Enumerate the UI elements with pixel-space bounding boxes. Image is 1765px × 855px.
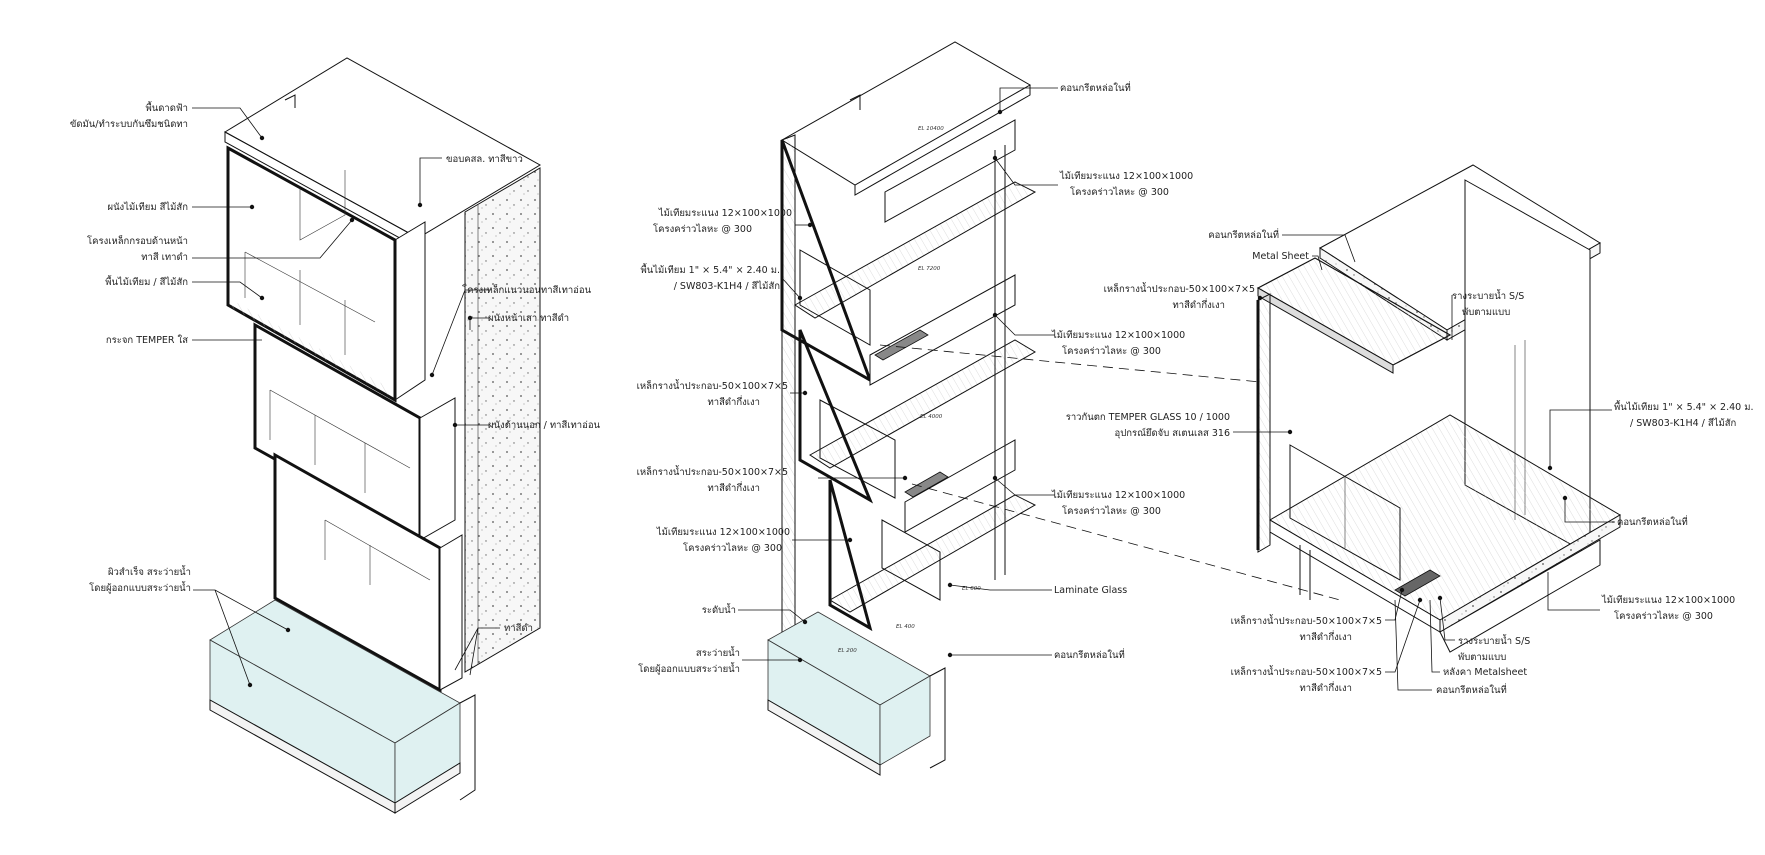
middle-model: EL 10400 EL 7200 EL 4000 EL 600 EL 400 E… [767, 41, 1037, 776]
left-model [209, 57, 542, 814]
el-tag-400: EL 400 [896, 624, 915, 630]
lbl-mid-slat-1: ไม้เทียมระแนง 12×100×1000 [1059, 170, 1193, 182]
el-tag-4000: EL 4000 [920, 414, 943, 420]
lbl-laminate-glass: Laminate Glass [1054, 585, 1127, 596]
lbl-roof-waterproof: ขัดมัน/ทำระบบกันซึมชนิดทา [70, 119, 188, 130]
lbl-right-concrete-bottom: คอนกรีตหล่อในที่ [1436, 683, 1507, 696]
lbl-mid-wpc-floor-spec: / SW803-K1H4 / สีไม้สัก [674, 280, 781, 292]
lbl-mid-gutter-2-paint: ทาสีดำกึ่งเงา [707, 481, 760, 494]
lbl-horizontal-frame: โครงเหล็กแนวนอนทาสีเทาอ่อน [462, 283, 592, 296]
mid-floor-2 [809, 339, 1036, 469]
lbl-right-gutter-bottom-paint: ทาสีดำกึ่งเงา [1299, 681, 1352, 694]
el-tag-600: EL 600 [962, 586, 981, 592]
lbl-mid-slat-4: ไม้เทียมระแนง 12×100×1000 [1051, 489, 1185, 501]
lbl-mid-gutter-1-paint: ทาสีดำกึ่งเงา [707, 395, 760, 408]
mid-floor-1 [829, 494, 1037, 613]
el-tag-10400: EL 10400 [918, 126, 944, 132]
lbl-mid-concrete-bottom: คอนกรีตหล่อในที่ [1054, 648, 1125, 661]
lbl-mid-frame-3: โครงคร่าวไลหะ @ 300 [1062, 345, 1161, 357]
lbl-mid-frame-2: โครงคร่าวไลหะ @ 300 [653, 223, 752, 235]
lbl-mid-frame-1: โครงคร่าวไลหะ @ 300 [1070, 186, 1169, 198]
lbl-right-gutter-top: เหล็กรางน้ำประกอบ-50×100×7×5 [1104, 282, 1255, 295]
lbl-glass-railing: ราวกันตก TEMPER GLASS 10 / 1000 [1066, 412, 1230, 423]
lbl-pool-designer: โดยผู้ออกแบบสระว่ายน้ำ [89, 581, 191, 594]
lbl-right-wpc-floor-spec: / SW803-K1H4 / สีไม้สัก [1630, 417, 1737, 429]
lbl-right-ss-gutter-top: รางระบายน้ำ S/S [1452, 289, 1524, 302]
right-annotations: คอนกรีตหล่อในที่ Metal Sheet เหล็กรางน้ำ… [1066, 228, 1754, 696]
lbl-right-gutter-top-paint: ทาสีดำกึ่งเงา [1172, 298, 1225, 311]
middle-annotations: คอนกรีตหล่อในที่ ไม้เทียมระแนง 12×100×10… [637, 81, 1194, 675]
lbl-mid-wpc-floor: พื้นไม้เทียม 1" × 5.4" × 2.40 ม. [641, 263, 781, 276]
lbl-right-concrete-mid: คอนกรีตหล่อในที่ [1617, 515, 1688, 528]
lbl-railing-fitting: อุปกรณ์ยึดจับ สเตนเลส 316 [1115, 427, 1230, 439]
el-tag-7200: EL 7200 [918, 266, 941, 272]
lbl-wpc-floor: พื้นไม้เทียม / สีไม้สัก [105, 275, 188, 288]
lbl-mid-gutter-1: เหล็กรางน้ำประกอบ-50×100×7×5 [637, 379, 788, 392]
lbl-water-level: ระดับน้ำ [702, 603, 736, 616]
lbl-front-frame: โครงเหล็กกรอบด้านหน้า [87, 234, 188, 247]
lbl-right-ss-gutter-top-fold: พับตามแบบ [1462, 307, 1510, 318]
lbl-right-wpc-floor: พื้นไม้เทียม 1" × 5.4" × 2.40 ม. [1614, 400, 1754, 413]
lbl-black-paint: ทาสีดำ [504, 622, 533, 634]
lbl-right-slat-frame: โครงคร่าวไลหะ @ 300 [1614, 610, 1713, 622]
lbl-mid-slat-2: ไม้เทียมระแนง 12×100×1000 [658, 207, 792, 219]
lbl-mid-slat-5: ไม้เทียมระแนง 12×100×1000 [656, 526, 790, 538]
right-glazed-wall [1257, 293, 1271, 553]
lbl-temper-glass: กระจก TEMPER ใส [106, 334, 188, 346]
el-tag-200: EL 200 [838, 648, 857, 654]
lbl-mid-pool-designer: โดยผู้ออกแบบสระว่ายน้ำ [638, 662, 740, 675]
lbl-mid-frame-5: โครงคร่าวไลหะ @ 300 [683, 542, 782, 554]
lbl-mid-pool: สระว่ายน้ำ [696, 646, 740, 659]
lbl-right-gutter-mid-paint: ทาสีดำกึ่งเงา [1299, 630, 1352, 643]
lbl-right-gutter-bottom: เหล็กรางน้ำประกอบ-50×100×7×5 [1231, 665, 1382, 678]
lbl-right-concrete-top: คอนกรีตหล่อในที่ [1208, 228, 1279, 241]
lbl-metalsheet-roof: หลังคา Metalsheet [1443, 667, 1527, 678]
lbl-mid-concrete-top: คอนกรีตหล่อในที่ [1060, 81, 1131, 94]
mid-floor-3 [794, 181, 1037, 319]
left-exterior-wall [464, 167, 541, 673]
lbl-right-ss-gutter-bottom-fold: พับตามแบบ [1458, 652, 1506, 663]
left-annotations: พื้นดาดฟ้า ขัดมัน/ทำระบบกันซึมชนิดทา ผนั… [70, 101, 601, 688]
mid-roof-slab [781, 41, 1032, 186]
lbl-concrete-edge: ขอบคสล. ทาสีขาว [446, 153, 523, 165]
right-model [1256, 164, 1621, 653]
lbl-front-frame-paint: ทาสี เทาดำ [141, 251, 188, 263]
callout-dash-lower [911, 483, 1341, 601]
lbl-exterior-wall: ผนังด้านนอก / ทาสีเทาอ่อน [488, 419, 601, 431]
lbl-wpc-wall: ผนังไม้เทียม สีไม้สัก [108, 201, 189, 213]
lbl-metal-sheet: Metal Sheet [1252, 251, 1309, 262]
lbl-right-gutter-mid: เหล็กรางน้ำประกอบ-50×100×7×5 [1231, 614, 1382, 627]
lbl-mid-gutter-2: เหล็กรางน้ำประกอบ-50×100×7×5 [637, 465, 788, 478]
lbl-roof-deck: พื้นดาดฟ้า [146, 101, 189, 114]
lbl-mid-slat-3: ไม้เทียมระแนง 12×100×1000 [1051, 329, 1185, 341]
lbl-right-ss-gutter-bottom: รางระบายน้ำ S/S [1458, 634, 1530, 647]
lbl-mid-frame-4: โครงคร่าวไลหะ @ 300 [1062, 505, 1161, 517]
lbl-pool-finish: ผิวสำเร็จ สระว่ายน้ำ [108, 565, 191, 578]
lbl-column-wall: ผนังหน้าเสา ทาสีดำ [488, 312, 569, 324]
lbl-right-slat: ไม้เทียมระแนง 12×100×1000 [1601, 594, 1735, 606]
